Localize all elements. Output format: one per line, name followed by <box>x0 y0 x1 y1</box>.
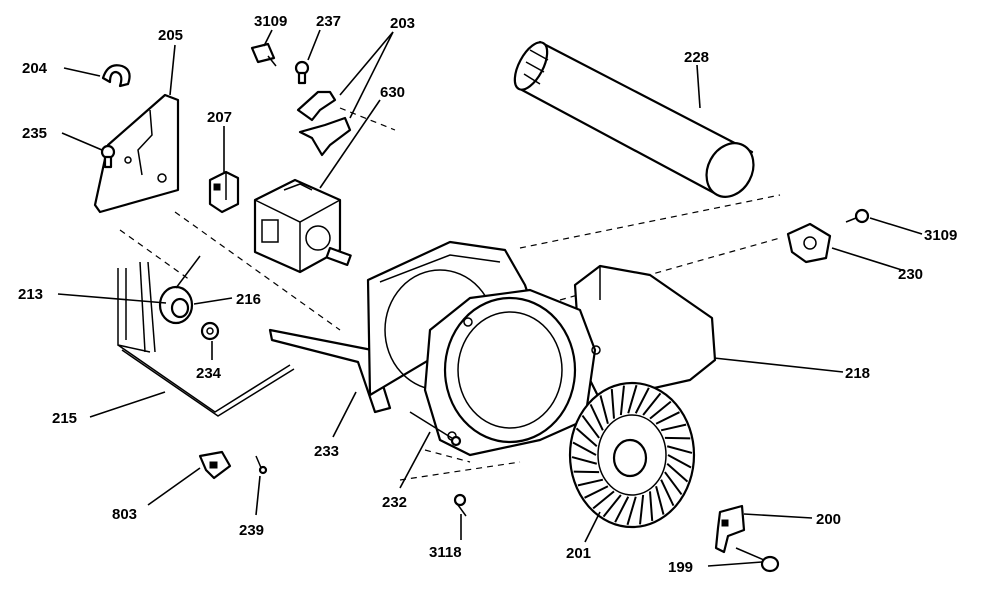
vane-line <box>572 441 597 456</box>
vane-line <box>649 491 654 521</box>
clip-204 <box>101 64 131 88</box>
callout-207: 207 <box>207 109 232 126</box>
vane-line <box>584 485 609 499</box>
leader-lines <box>57 29 923 567</box>
vane-line <box>666 462 689 483</box>
callout-216: 216 <box>236 291 261 308</box>
blower-wheel-vanes <box>571 384 693 526</box>
callout-630: 630 <box>380 84 405 101</box>
callout-218: 218 <box>845 365 870 382</box>
vane-line <box>634 387 650 414</box>
blower-wheel-201 <box>568 381 696 529</box>
callout-213: 213 <box>18 286 43 303</box>
callout-230: 230 <box>898 266 923 283</box>
vane-line <box>639 494 645 525</box>
callout-199: 199 <box>668 559 693 576</box>
vane-line <box>571 456 598 465</box>
clamp-203 <box>296 90 352 157</box>
callout-3109-right: 3109 <box>924 227 957 244</box>
callout-201: 201 <box>566 545 591 562</box>
bracket-205 <box>93 93 180 214</box>
callout-labels: 204 205 3109 237 203 630 207 235 228 310… <box>18 13 957 576</box>
connector-207 <box>208 170 240 214</box>
blower-housing-218 <box>366 240 717 457</box>
callout-233: 233 <box>314 443 339 460</box>
vane-line <box>627 384 638 414</box>
vane-line <box>649 400 672 420</box>
bolt-232 <box>409 411 462 447</box>
vane-line <box>655 411 680 425</box>
callout-3118: 3118 <box>429 544 462 561</box>
vane-line <box>592 490 615 510</box>
callout-215: 215 <box>52 410 77 427</box>
vane-line <box>660 423 687 432</box>
vane-line <box>577 478 604 487</box>
clip-803 <box>198 450 232 480</box>
vane-line <box>602 494 622 518</box>
callout-228: 228 <box>684 49 709 66</box>
vane-line <box>599 395 609 425</box>
vane-line <box>610 389 615 419</box>
duct-228 <box>513 40 755 198</box>
vane-line <box>655 485 665 515</box>
callout-232: 232 <box>382 494 407 511</box>
callout-237: 237 <box>316 13 341 30</box>
vane-line <box>660 479 675 507</box>
callout-234: 234 <box>196 365 222 382</box>
pulley-213-216 <box>117 255 201 353</box>
screw-237 <box>294 60 310 85</box>
vane-line <box>664 436 691 440</box>
callout-204: 204 <box>22 60 48 77</box>
callout-3109-top: 3109 <box>254 13 287 30</box>
screw-3109-top <box>250 42 277 67</box>
callout-235: 235 <box>22 125 47 142</box>
vane-line <box>666 445 693 454</box>
vane-line <box>589 403 604 431</box>
vane-line <box>642 392 662 416</box>
vane-line <box>573 470 600 474</box>
vane-line <box>664 471 683 496</box>
vane-line <box>614 496 630 523</box>
vane-line <box>581 414 600 439</box>
belt-215 <box>117 344 295 417</box>
callout-205: 205 <box>158 27 183 44</box>
screw-3118 <box>453 493 467 517</box>
callout-203: 203 <box>390 15 415 32</box>
screw-235 <box>100 144 116 169</box>
bracket-200 <box>714 504 746 554</box>
vane-line <box>575 427 598 448</box>
vane-line <box>667 454 692 469</box>
vane-line <box>619 385 625 416</box>
pin-239 <box>255 455 268 475</box>
vane-line <box>626 496 637 526</box>
thermostat-230 <box>786 222 832 264</box>
screw-199 <box>735 547 780 573</box>
callout-803: 803 <box>112 506 137 523</box>
callout-200: 200 <box>816 511 841 528</box>
callout-239: 239 <box>239 522 264 539</box>
timer-630 <box>253 178 352 274</box>
nut-234 <box>200 321 220 341</box>
screw-3109-right <box>845 208 870 224</box>
